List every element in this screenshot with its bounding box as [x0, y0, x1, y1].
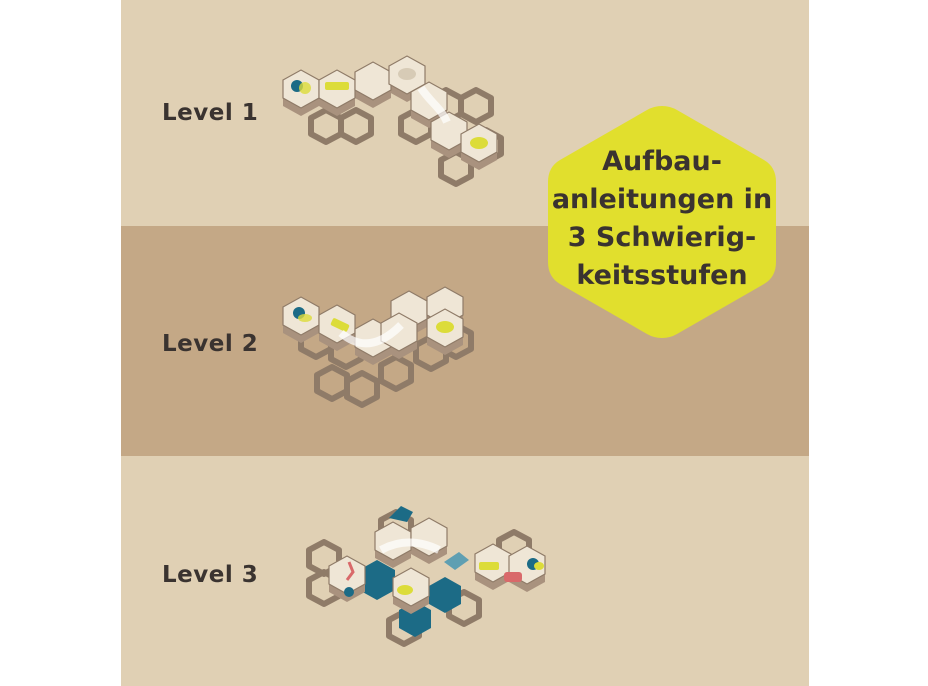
difficulty-badge — [548, 106, 776, 338]
badge-line-1: Aufbau- — [602, 146, 722, 177]
product-info-panel: Level 1 Level 2 Level 3 — [121, 0, 809, 686]
badge-line-3: 3 Schwierig- — [567, 222, 757, 253]
level-2-label: Level 2 — [162, 331, 259, 357]
badge-line-4: keitsstufen — [576, 260, 748, 291]
level-2-track-illustration — [282, 286, 474, 408]
level-3-track-illustration — [306, 506, 546, 647]
level-3-band — [121, 456, 809, 686]
level-1-label: Level 1 — [162, 100, 259, 126]
level-1-track-illustration — [282, 55, 504, 187]
badge-line-2: anleitungen in — [551, 184, 773, 215]
level-3-label: Level 3 — [162, 562, 259, 588]
difficulty-badge-text: Aufbau- anleitungen in 3 Schwierig- keit… — [540, 143, 784, 295]
